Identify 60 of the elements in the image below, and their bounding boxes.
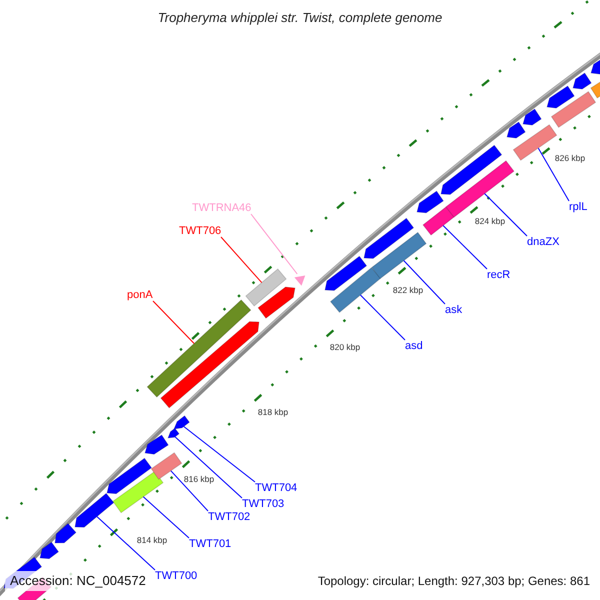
scale-label: 822 kbp [392, 286, 424, 294]
gene-bar [146, 299, 252, 398]
gene-feature [258, 286, 296, 319]
leader-line [152, 300, 195, 344]
gene-label: TWT703 [242, 498, 284, 510]
gene-label: TWTRNA46 [192, 202, 252, 214]
leader-line [442, 225, 488, 270]
leader-line [403, 260, 446, 304]
gene-bar [422, 206, 455, 236]
gene-feature [522, 108, 542, 126]
gene-bar [445, 160, 515, 218]
gene-bar [550, 91, 596, 128]
scale-label: 826 kbp [554, 154, 586, 162]
gene-bar [245, 268, 287, 307]
gene-label: TWT706 [179, 225, 222, 237]
leader-line [220, 236, 262, 284]
gene-feature [144, 434, 169, 455]
gene-label: TWT704 [255, 482, 298, 494]
trna-marker [294, 276, 306, 286]
gene-feature [106, 458, 152, 494]
gene-label: asd [405, 340, 423, 352]
leader-line [142, 496, 190, 538]
leader-line [96, 516, 156, 570]
gene-label: TWT701 [189, 538, 232, 550]
gene-feature [54, 522, 77, 544]
gene-feature [440, 144, 502, 195]
gene-feature [364, 218, 414, 259]
gene-feature [160, 321, 260, 408]
gene-feature [546, 85, 575, 109]
leader-line [183, 426, 256, 482]
gene-feature [40, 542, 60, 560]
genome-info: Topology: circular; Length: 927,303 bp; Genes: 861 [318, 573, 590, 589]
gene-feature [416, 190, 444, 214]
scale-label: 814 kbp [136, 536, 168, 544]
gene-feature [167, 428, 180, 438]
gene-label: recR [487, 269, 510, 281]
gene-label: TWT702 [208, 511, 250, 523]
gene-bar [371, 232, 427, 280]
gene-feature [324, 256, 368, 291]
leader-line [170, 470, 208, 512]
gene-bar [112, 470, 164, 514]
gene-label: TWT700 [155, 570, 198, 582]
gene-label: ask [445, 304, 462, 316]
gene-feature [173, 415, 190, 430]
leader-line [250, 214, 298, 274]
gene-label: ponA [127, 289, 153, 301]
gene-bar [150, 452, 182, 480]
scale-label: 816 kbp [184, 474, 214, 484]
leader-line [538, 148, 570, 202]
scale-label: 824 kbp [474, 216, 506, 226]
gene-label: dnaZX [527, 236, 560, 248]
leader-line [484, 193, 528, 236]
scale-label: 820 kbp [330, 342, 360, 352]
gene-bar [330, 267, 382, 313]
gene-label: rplL [569, 201, 588, 213]
gene-feature [506, 121, 526, 139]
diagram-title: Tropheryma whipplei str. Twist, complete genome [156, 10, 444, 25]
scale-label: 818 kbp [258, 408, 288, 416]
gene-feature [74, 492, 114, 528]
leader-line [174, 436, 242, 498]
